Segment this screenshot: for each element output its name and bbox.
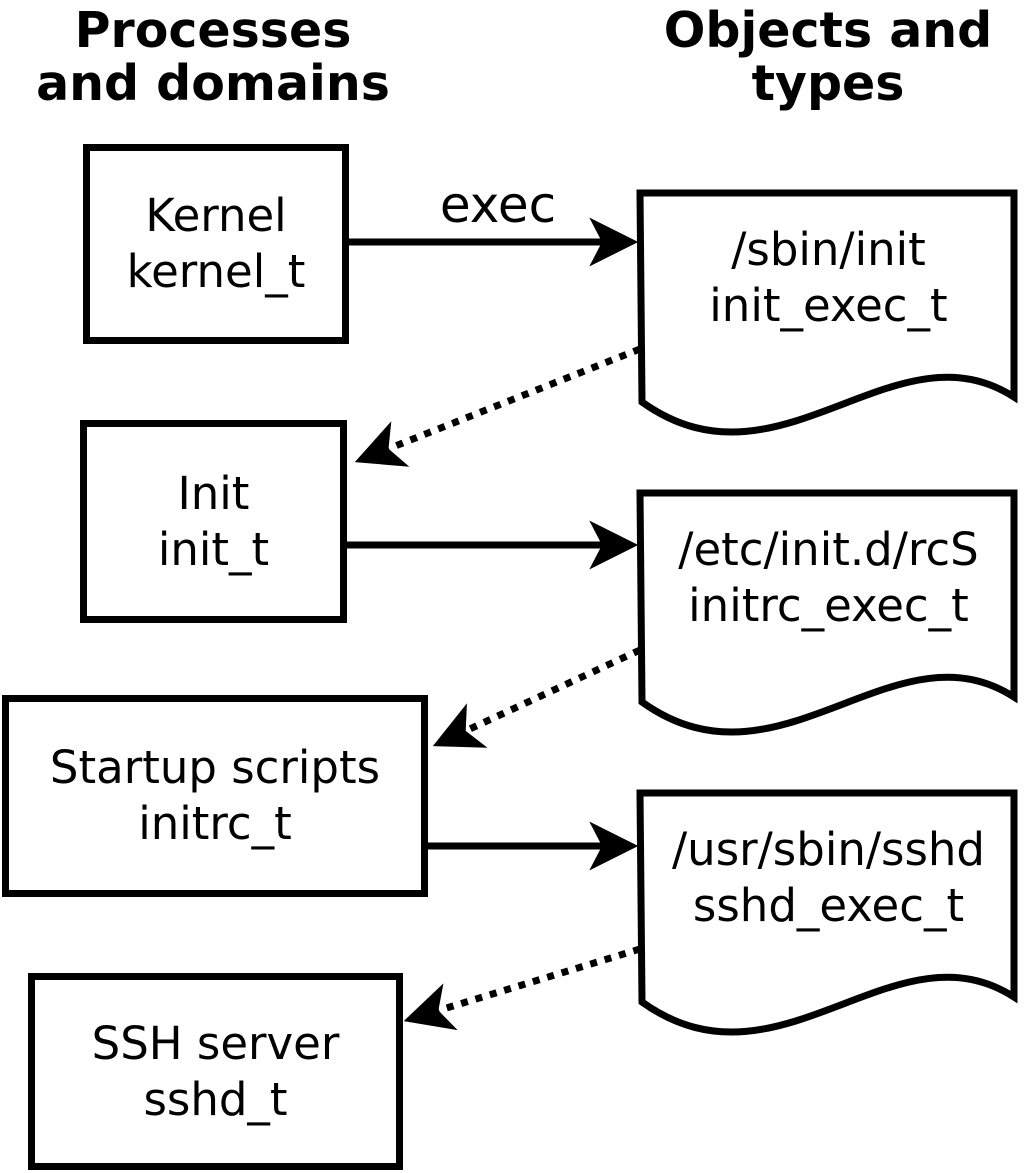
- domain-label: kernel_t: [126, 245, 306, 298]
- transition-arrow-init-exec-to-init-t: [354, 345, 642, 467]
- object-type: sshd_exec_t: [692, 879, 965, 932]
- process-label: Startup scripts: [49, 741, 381, 794]
- document-shape-usr-sbin-sshd: [636, 789, 1018, 1036]
- document-shape-sbin-init: [636, 189, 1018, 436]
- column-header-processes: Processes and domains: [3, 4, 423, 110]
- transition-arrow-sshd-exec-to-sshd-t: [403, 945, 642, 1031]
- document-shape-etc-initd-rcs: [636, 489, 1018, 736]
- column-header-processes-line2: and domains: [36, 55, 390, 112]
- process-box-kernel: Kernel kernel_t: [83, 144, 349, 344]
- object-type: init_exec_t: [709, 279, 948, 332]
- transition-arrow-initrc-exec-to-initrc-t: [432, 646, 642, 748]
- column-header-objects-line2: types: [751, 55, 905, 112]
- domain-label: sshd_t: [143, 1072, 288, 1126]
- exec-edge-label: exec: [439, 176, 557, 234]
- process-label: Init: [177, 466, 250, 520]
- process-label: Kernel: [145, 189, 287, 242]
- domain-label: init_t: [157, 522, 270, 576]
- object-path: /usr/sbin/sshd: [672, 823, 985, 876]
- object-label-usr-sbin-sshd: /usr/sbin/sshd sshd_exec_t: [640, 822, 1017, 934]
- object-label-sbin-init: /sbin/init init_exec_t: [640, 222, 1017, 334]
- column-header-objects-line1: Objects and: [663, 2, 993, 59]
- process-label: SSH server: [91, 1016, 340, 1070]
- process-box-startup-scripts: Startup scripts initrc_t: [2, 695, 428, 897]
- column-header-objects: Objects and types: [618, 4, 1024, 110]
- object-label-etc-initd-rcs: /etc/init.d/rcS initrc_exec_t: [640, 522, 1017, 634]
- object-type: initrc_exec_t: [688, 579, 969, 632]
- process-box-init: Init init_t: [80, 420, 347, 623]
- domain-label: initrc_t: [138, 797, 292, 850]
- column-header-processes-line1: Processes: [74, 2, 352, 59]
- object-path: /sbin/init: [731, 223, 926, 276]
- process-box-ssh-server: SSH server sshd_t: [28, 973, 403, 1170]
- object-path: /etc/init.d/rcS: [678, 523, 979, 576]
